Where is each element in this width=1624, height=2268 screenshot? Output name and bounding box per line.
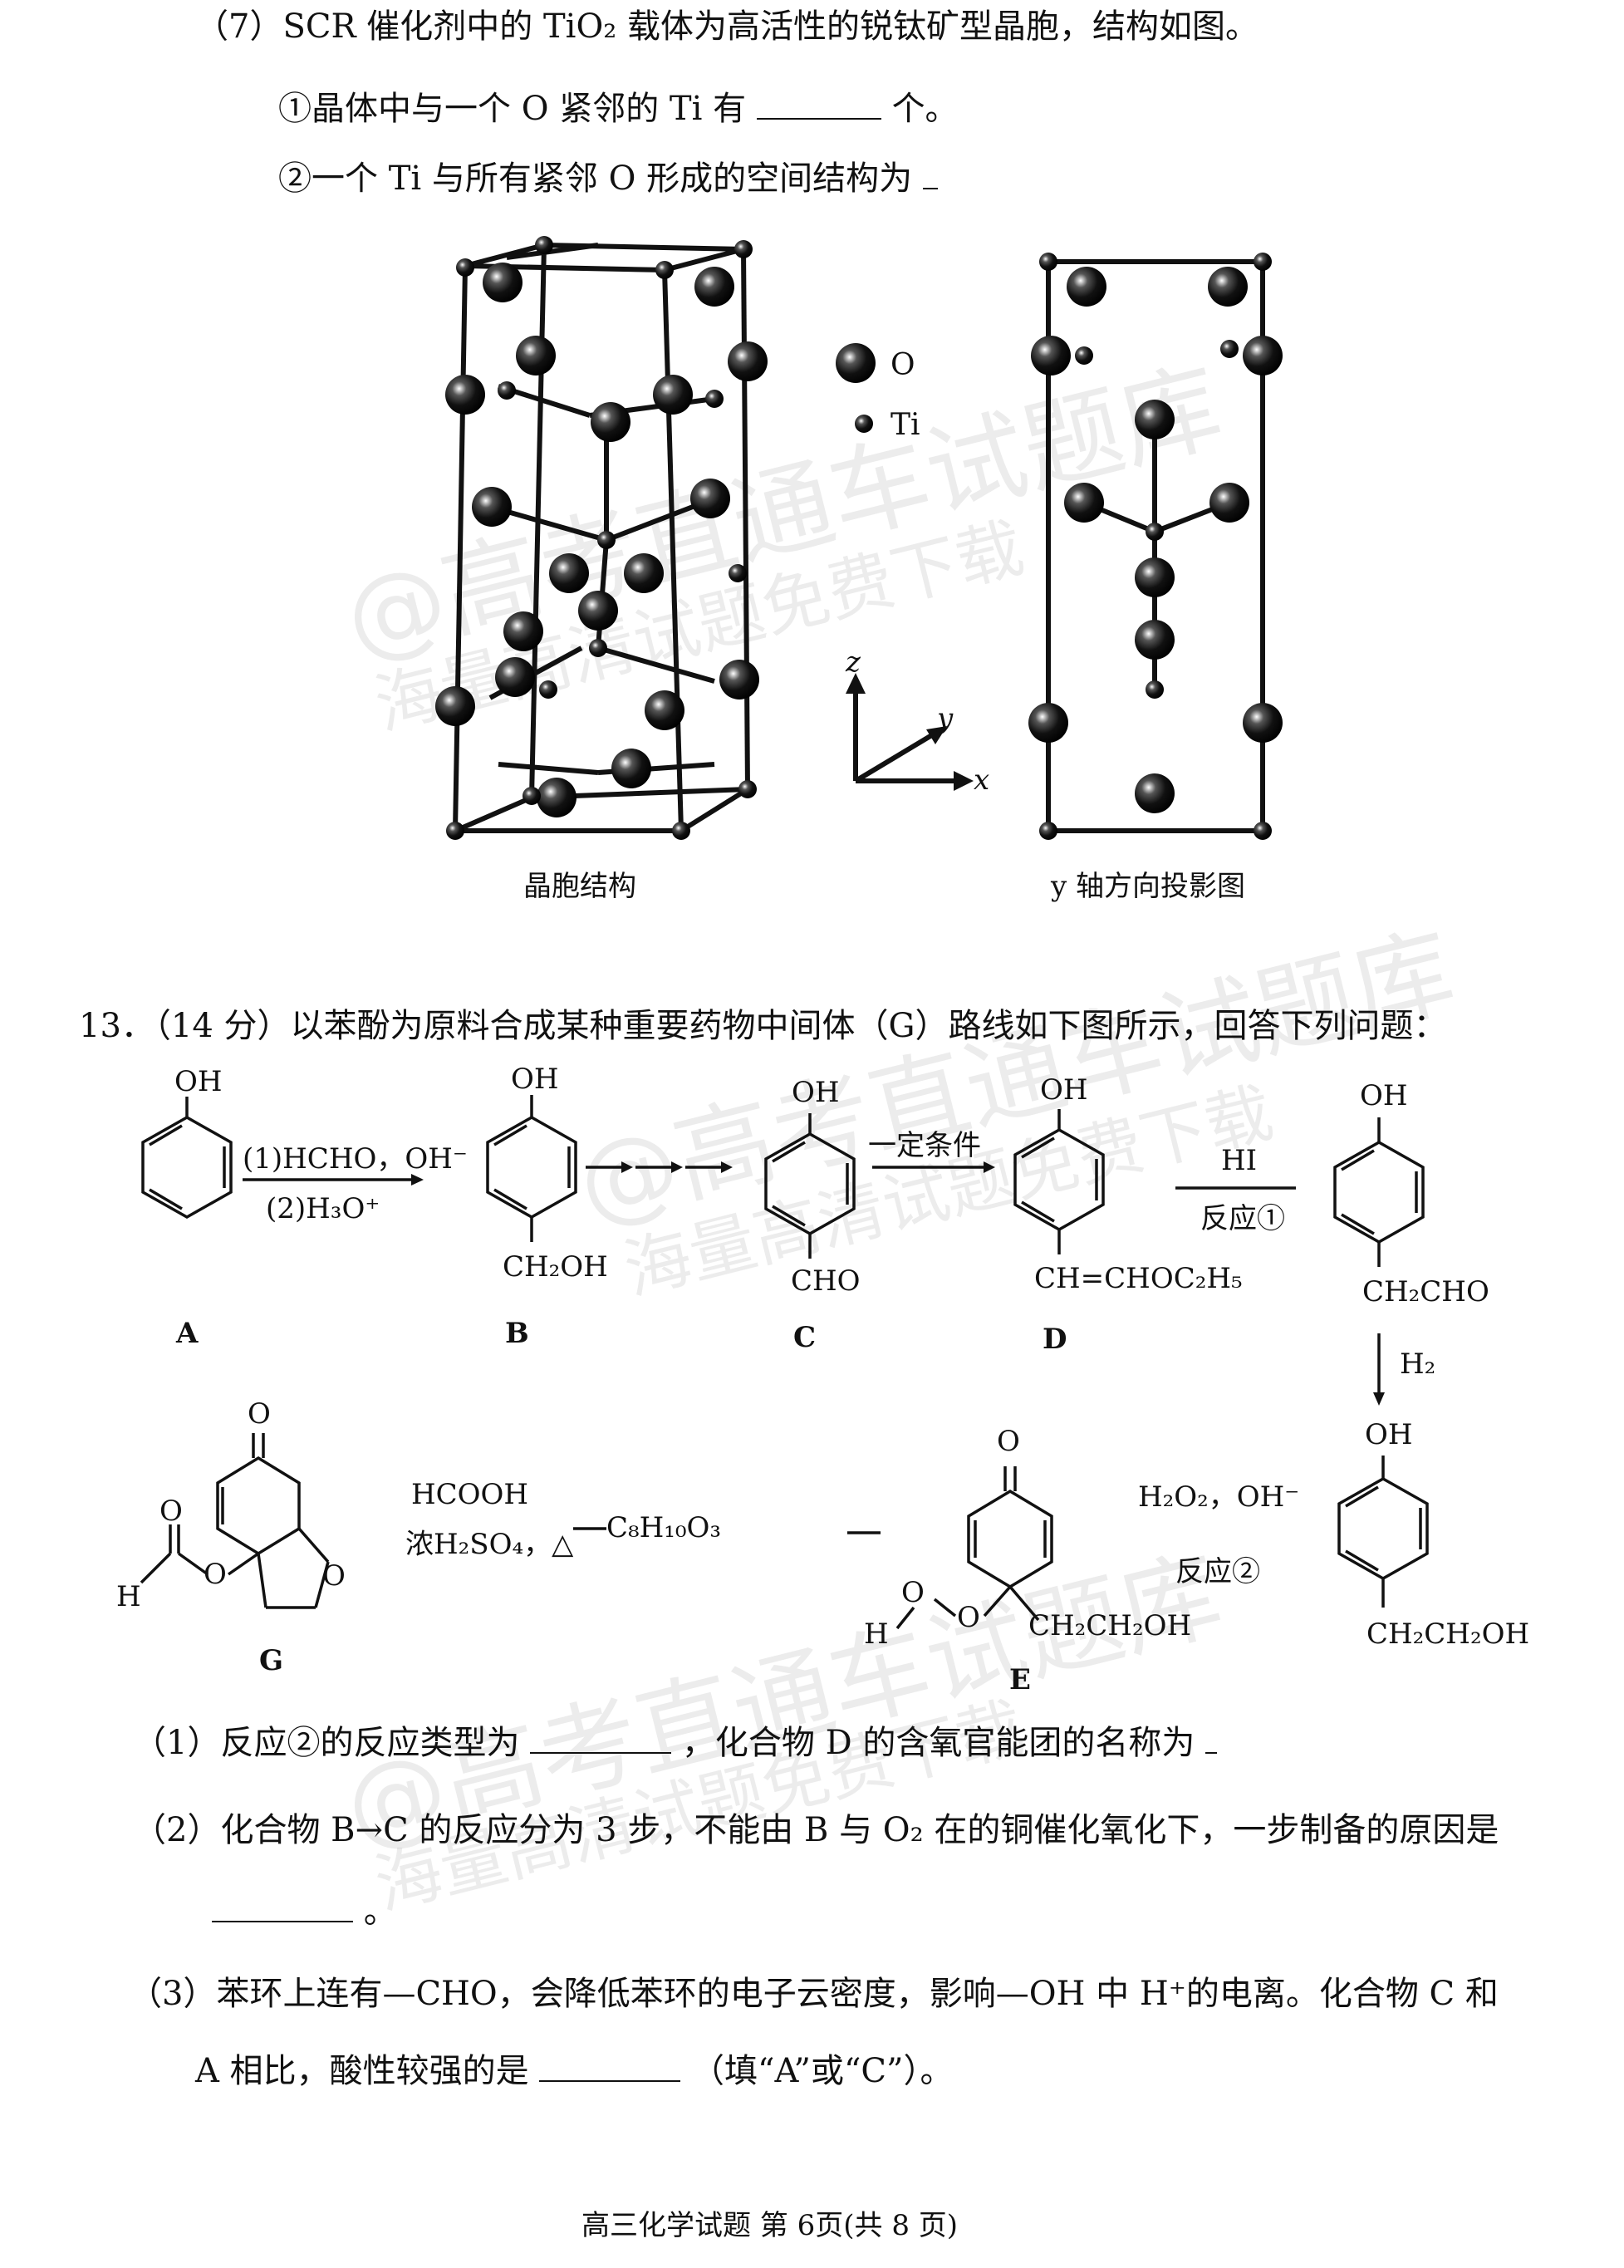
F2-oh: OH [1365, 1418, 1413, 1451]
answer-blank[interactable] [756, 90, 881, 120]
F2-sub: CH₂CH₂OH [1366, 1618, 1530, 1651]
G-ester-o: O [204, 1558, 227, 1591]
question-3: （3）苯环上连有—CHO，会降低苯环的电子云密度，影响—OH 中 H⁺的电离。化… [129, 1975, 1499, 2013]
page-footer: 高三化学试题 第 6页(共 8 页) [581, 2209, 959, 2242]
crystal-figures [435, 236, 1283, 840]
G-label: G [259, 1644, 284, 1677]
D-label: D [1043, 1323, 1067, 1356]
answer-blank[interactable] [922, 160, 938, 189]
G-ketone-o: O [248, 1397, 271, 1431]
B-sub: CH₂OH [503, 1250, 608, 1284]
A-oh: OH [174, 1065, 223, 1098]
B-oh: OH [511, 1063, 559, 1096]
formula-C8H10O3: C₈H₁₀O₃ [606, 1511, 722, 1544]
reagent-HCOOH: HCOOH [411, 1478, 529, 1511]
D-sub: CH=CHOC₂H₅ [1034, 1262, 1243, 1295]
legend-ti-label: Ti [891, 408, 920, 442]
caption-cell-structure: 晶胞结构 [523, 870, 636, 903]
q13-header: 13．（14 分）以苯酚为原料合成某种重要药物中间体（G）路线如下图所示，回答下… [79, 1007, 1447, 1045]
D-oh: OH [1040, 1073, 1088, 1107]
q7-sub1-unit: 个。 [891, 90, 959, 128]
q1-text-a: （1）反应②的反应类型为 [133, 1724, 520, 1762]
G-ring-o: O [322, 1559, 346, 1593]
E-peroxide-o2: O [957, 1601, 980, 1634]
reaction-2-label: 反应② [1175, 1555, 1260, 1588]
q7-sub1: ①晶体中与一个 O 紧邻的 Ti 有 个。 [278, 90, 959, 125]
B-label: B [505, 1317, 529, 1350]
A-label: A [176, 1317, 199, 1350]
axis-y-label: y [937, 702, 954, 735]
reagent-1a: (1)HCHO，OH⁻ [243, 1142, 468, 1176]
cond-C-D: 一定条件 [868, 1129, 981, 1162]
E-sub: CH₂CH₂OH [1028, 1609, 1192, 1642]
E-ketone-o: O [997, 1425, 1020, 1458]
answer-blank[interactable] [539, 2052, 681, 2082]
C-oh: OH [792, 1076, 840, 1109]
caption-projection: y 轴方向投影图 [1051, 870, 1246, 903]
C-label: C [793, 1321, 817, 1354]
F1-sub: CH₂CHO [1362, 1275, 1489, 1308]
answer-blank[interactable] [530, 1724, 672, 1754]
E-peroxide-h: H [864, 1618, 889, 1651]
answer-blank[interactable] [1205, 1724, 1218, 1754]
q3-text-b: A 相比，酸性较强的是 [195, 2052, 529, 2090]
G-h: H [116, 1580, 141, 1613]
synthesis-scheme [140, 1095, 1429, 1630]
question-2: （2）化合物 B→C 的反应分为 3 步，不能由 B 与 O₂ 在的铜催化氧化下… [133, 1811, 1499, 1849]
E-label: E [1009, 1663, 1031, 1696]
reagent-HI: HI [1221, 1144, 1258, 1177]
reagent-H2: H₂ [1400, 1348, 1436, 1381]
G-carbonyl-o: O [159, 1495, 183, 1528]
legend-o-label: O [891, 348, 915, 382]
axis-z-label: z [846, 646, 861, 679]
question-3-line2: A 相比，酸性较强的是 （填“A”或“C”）。 [195, 2052, 953, 2088]
q7-sub2-text: ②一个 Ti 与所有紧邻 O 形成的空间结构为 [278, 160, 913, 198]
q1-text-b: ，化合物 D 的含氧官能团的名称为 [681, 1724, 1195, 1762]
reagent-H2SO4: 浓H₂SO₄，△ [405, 1528, 574, 1561]
C-sub: CHO [791, 1264, 861, 1298]
q3-text-c: （填“A”或“C”）。 [691, 2052, 954, 2090]
q7-sub2: ②一个 Ti 与所有紧邻 O 形成的空间结构为 [278, 160, 938, 195]
question-1: （1）反应②的反应类型为 ，化合物 D 的含氧官能团的名称为 [133, 1724, 1218, 1762]
E-peroxide-o1: O [901, 1576, 925, 1609]
reaction-1-label: 反应① [1200, 1202, 1285, 1235]
answer-blank[interactable] [212, 1892, 353, 1922]
axis-x-label: x [974, 763, 990, 797]
q2-period: 。 [363, 1892, 397, 1931]
q7-intro: （7）SCR 催化剂中的 TiO₂ 载体为高活性的锐钛矿型晶胞，结构如图。 [195, 7, 1259, 46]
reagent-1b: (2)H₃O⁺ [266, 1192, 380, 1225]
q7-sub1-text: ①晶体中与一个 O 紧邻的 Ti 有 [278, 90, 747, 128]
F1-oh: OH [1360, 1079, 1408, 1112]
question-2-end: 。 [212, 1892, 397, 1928]
reagent-H2O2: H₂O₂，OH⁻ [1138, 1480, 1300, 1514]
